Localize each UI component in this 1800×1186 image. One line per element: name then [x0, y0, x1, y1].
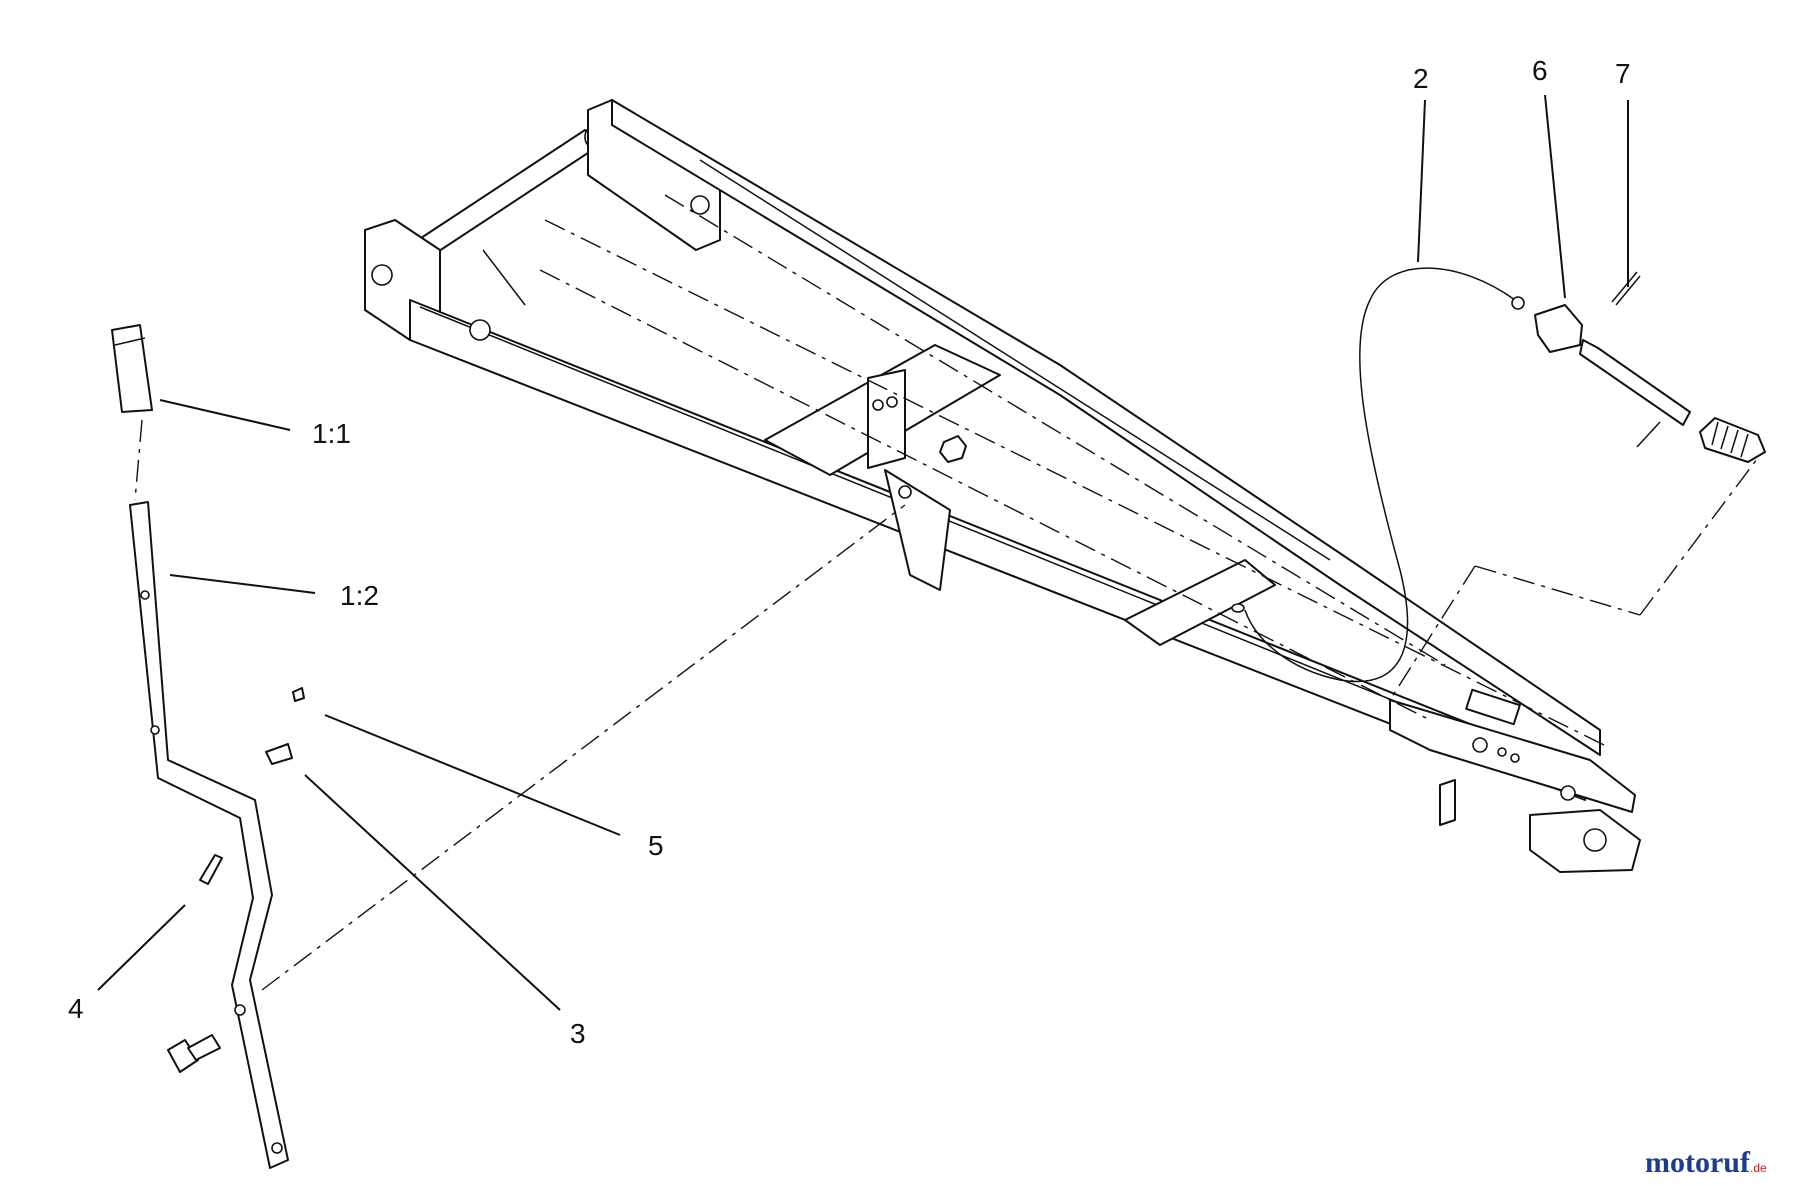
brake-cable	[1244, 267, 1525, 683]
callout-1-1: 1:1	[312, 418, 351, 449]
watermark-suffix: .de	[1750, 1161, 1767, 1175]
leader-lines	[97, 94, 1629, 1011]
watermark-logo: motoruf.de	[1645, 1146, 1767, 1179]
drawbar-frame	[364, 99, 1641, 873]
brake-lever	[111, 324, 305, 1169]
handle-assembly	[1534, 271, 1766, 463]
callout-1-2: 1:2	[340, 580, 379, 611]
hidden-lines	[134, 194, 1761, 991]
callout-3: 3	[570, 1018, 586, 1049]
callout-6: 6	[1532, 55, 1548, 86]
callout-7: 7	[1615, 58, 1631, 89]
watermark-brand: motoruf	[1645, 1146, 1751, 1179]
callout-5: 5	[648, 830, 664, 861]
callout-labels: 2 6 7 1:1 1:2 5 3 4	[68, 55, 1631, 1049]
callout-2: 2	[1413, 63, 1429, 94]
callout-4: 4	[68, 993, 84, 1024]
